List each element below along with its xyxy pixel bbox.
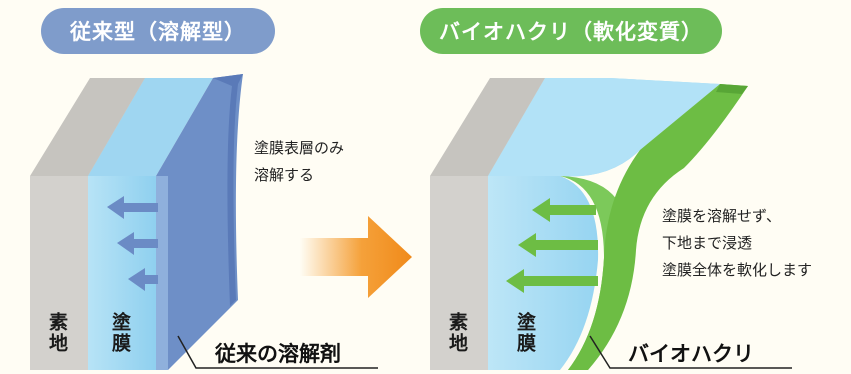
right-substrate-top [430, 78, 545, 176]
left-substrate-top [30, 78, 145, 176]
right-caption-leader [589, 335, 792, 369]
left-caption: 従来の溶解剤 [215, 342, 341, 366]
arrow-left-icon [107, 196, 158, 291]
right-note-line-3: 塗膜全体を軟化します [662, 261, 813, 279]
right-note-line-2: 下地まで浸透 [662, 234, 753, 252]
arrow-right-icon [300, 216, 412, 298]
right-film-top-face [488, 78, 720, 177]
left-note-line-2: 溶解する [254, 166, 315, 184]
left-substrate-label: 素地 [46, 312, 68, 354]
right-note: 塗膜を溶解せず、 下地まで浸透 塗膜全体を軟化します [662, 203, 812, 284]
left-film-front [88, 176, 156, 370]
right-softening-agent-side [568, 84, 748, 370]
right-caption: バイオハクリ [628, 342, 754, 366]
right-note-line-1: 塗膜を溶解せず、 [662, 207, 781, 225]
left-note-line-1: 塗膜表層のみ [254, 139, 345, 157]
left-caption-leader [177, 335, 378, 369]
right-film-label: 塗膜 [514, 312, 536, 354]
left-note: 塗膜表層のみ 溶解する [254, 135, 344, 189]
conventional-type-title: 従来型（溶解型） [41, 8, 275, 54]
right-film-front [488, 176, 599, 370]
left-dissolving-agent-edge [213, 74, 243, 306]
arrow-left-icon [506, 198, 598, 293]
left-film-top [88, 78, 213, 176]
right-softening-agent-edge [716, 84, 748, 94]
left-film-label: 塗膜 [109, 312, 131, 354]
biohakuri-type-title: バイオハクリ（軟化変質） [420, 8, 722, 54]
right-substrate-front [430, 176, 488, 370]
right-substrate-label: 素地 [446, 312, 468, 354]
left-substrate-front [30, 176, 88, 370]
left-dissolving-agent-layer [156, 172, 169, 370]
left-dissolving-agent-side [156, 74, 243, 370]
